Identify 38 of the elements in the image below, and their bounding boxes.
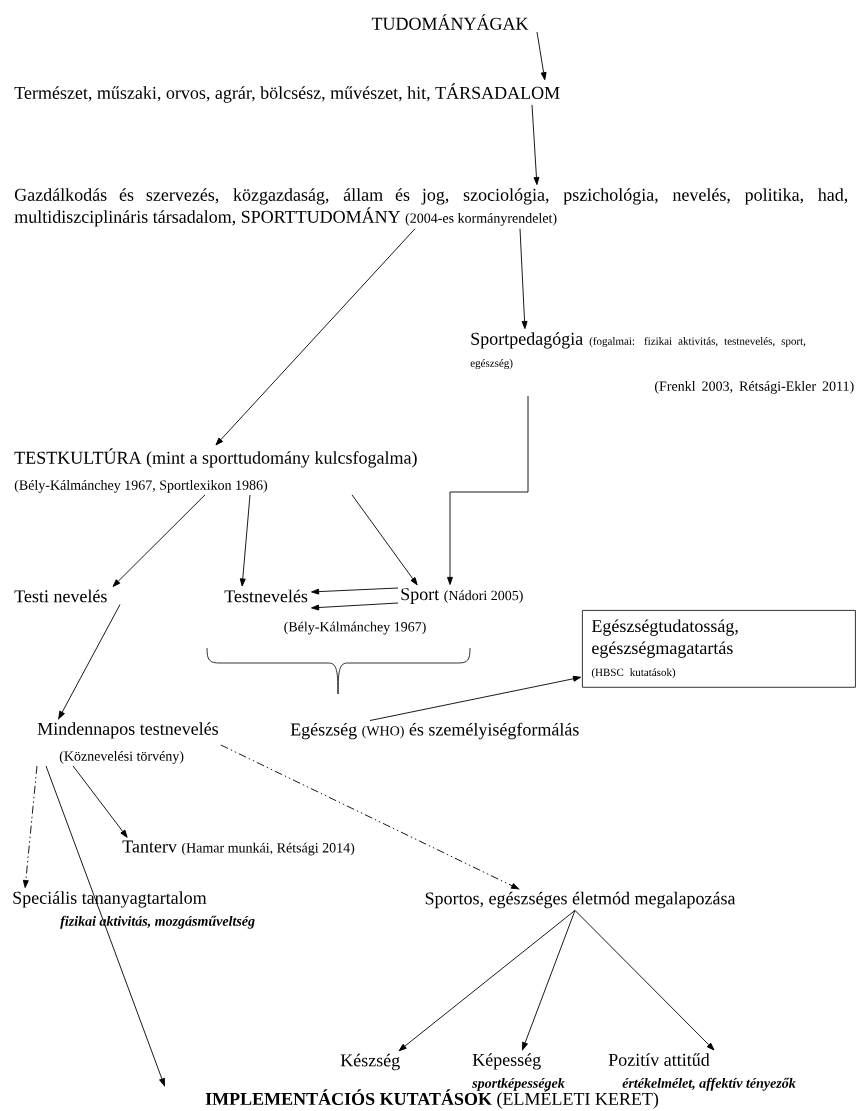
concept-text: TESTKULTÚRA (mint a sporttudomány kulcsfogalma) (Bély-Kálmánchey 1967, Sportlexikon 1986) <box>14 448 417 493</box>
arrow <box>239 494 251 587</box>
arrow <box>215 228 416 446</box>
arrow <box>369 675 582 721</box>
concept-text: Speciális tananyagtartalom fizikai aktivitás, mozgásműveltség <box>13 891 255 929</box>
concept-text: IMPLEMENTÁCIÓS KUTATÁSOK (ELMÉLETI KERET) <box>205 1089 659 1109</box>
arrow <box>447 395 529 585</box>
concept-text: Pozitív attitűd értékelmélet, affektív tényezők <box>608 1053 796 1091</box>
arrow <box>574 909 715 1051</box>
arrow <box>45 765 165 1087</box>
category-text: Természet, műszaki, orvos, agrár, bölcsész, művészet, hit, TÁRSADALOM <box>14 83 560 103</box>
concept-text: Egészség (WHO) és személyiségformálás <box>290 722 579 740</box>
framed-box: Egészségtudatosság, egészségmagatartás (HBSC kutatások) <box>582 610 856 688</box>
heading-text: TUDOMÁNYÁGAK <box>371 14 529 30</box>
arrow <box>220 744 520 890</box>
arrow <box>531 104 540 186</box>
concept-text: Sport (Nádori 2005) <box>401 588 523 604</box>
arrow <box>519 228 528 330</box>
arrow <box>311 602 399 611</box>
concept-text: Sportos, egészséges életmód megalapozása <box>425 891 736 909</box>
category-text: Gazdálkodás és szervezés, közgazdaság, állam és jog, szociológia, pszichológia, nevelés, politika, had, multidiszciplináris társadalom, SPORTTUDOMÁNY (2004-es kormányrendelet) <box>14 188 848 227</box>
concept-text: Készség <box>340 1053 400 1071</box>
concept-text: Testnevelés <box>224 589 308 603</box>
concept-text: Képesség sportképességek <box>472 1053 565 1091</box>
concept-text: Tanterv (Hamar munkái, Rétsági 2014) <box>122 840 355 856</box>
arrow <box>351 494 418 586</box>
arrow <box>398 909 576 1052</box>
arrow <box>522 909 576 1051</box>
arrow <box>311 587 399 595</box>
citation-text: (Bély-Kálmánchey 1967) <box>284 621 426 635</box>
concept-text: Mindennapos testnevelés (Köznevelési törvény) <box>37 722 219 764</box>
concept-text: Testi nevelés <box>14 589 107 603</box>
arrow <box>536 31 547 81</box>
arrow <box>72 765 128 838</box>
arrow <box>112 494 206 587</box>
arrow <box>58 604 121 720</box>
concept-text: Sportpedagógia (fogalmai: fizikai aktivitás, testnevelés, sport, egészség) (Frenkl 2003, Rétsági-Ekler 2011) <box>470 332 854 394</box>
arrow <box>22 765 38 889</box>
